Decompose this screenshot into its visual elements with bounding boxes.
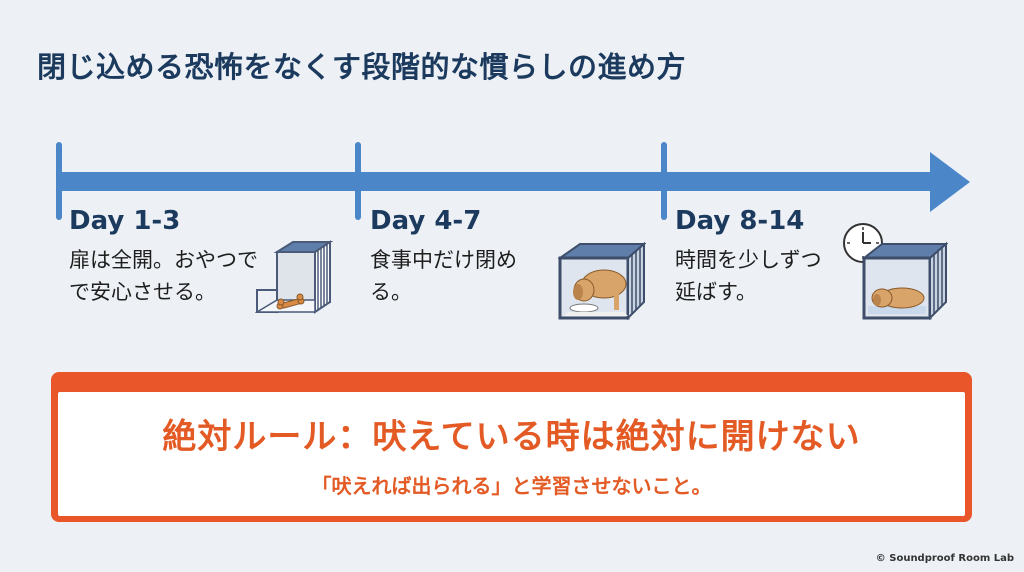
timeline-stage-3: Day 8-14 時間を少しずつ 延ばす。 — [675, 206, 822, 308]
timeline-stage-2: Day 4-7 食事中だけ閉め る。 — [370, 206, 517, 308]
timeline-arrow-shaft — [58, 172, 938, 191]
copyright-credit: © Soundproof Room Lab — [875, 553, 1014, 564]
timeline-stage-1: Day 1-3 扉は全開。おやつで で安心させる。 — [69, 206, 258, 308]
rule-title: 絶対ルール：吠えている時は絶対に開けない — [162, 417, 861, 457]
timeline-tick-3 — [661, 142, 667, 220]
timeline-tick-1 — [56, 142, 62, 220]
stage-description: 扉は全開。おやつで で安心させる。 — [69, 248, 258, 304]
dog-eating-in-crate-icon — [558, 241, 646, 321]
rule-subtitle: 「吠えれば出られる」と学習させないこと。 — [311, 474, 712, 498]
rule-callout-body: 絶対ルール：吠えている時は絶対に開けない 「吠えれば出られる」と学習させないこと… — [58, 392, 965, 516]
timeline-tick-2 — [355, 142, 361, 220]
stage-label: Day 8-14 — [675, 206, 805, 236]
dog-sleeping-in-crate-icon — [862, 241, 948, 321]
stage-description: 食事中だけ閉め る。 — [370, 248, 517, 304]
stage-label: Day 4-7 — [370, 206, 482, 236]
timeline-arrow-head-icon — [930, 152, 970, 212]
page-title: 閉じ込める恐怖をなくす段階的な慣らしの進め方 — [37, 50, 687, 84]
open-crate-with-bone-icon — [255, 240, 334, 314]
rule-callout: 絶対ルール：吠えている時は絶対に開けない 「吠えれば出られる」と学習させないこと… — [51, 372, 972, 522]
stage-label: Day 1-3 — [69, 206, 181, 236]
stage-description: 時間を少しずつ 延ばす。 — [675, 248, 822, 304]
